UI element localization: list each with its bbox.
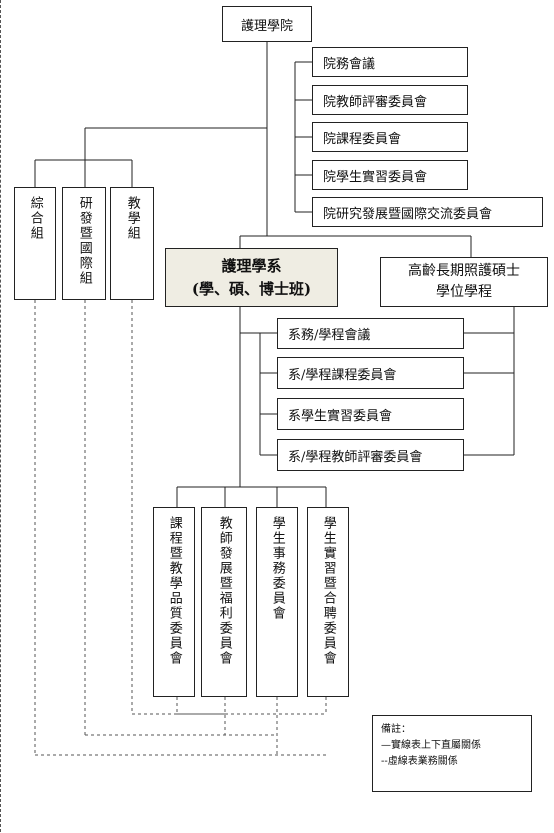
- department-subtitle: (學、碩、博士班): [191, 279, 312, 298]
- sub-committee-label: 課程暨教學品質委員會: [166, 516, 182, 666]
- group-label: 教學組: [124, 196, 140, 241]
- college-committee-label: 院務會議: [323, 56, 376, 72]
- college-committee-internship: 院學生實習委員會: [312, 160, 468, 190]
- sub-committee-curriculum-quality: 課程暨教學品質委員會: [153, 507, 195, 697]
- college-committee-label: 院研究發展暨國際交流委員會: [323, 206, 493, 222]
- degree-program-box: 高齡長期照護碩士 學位學程: [380, 257, 548, 307]
- sub-committee-faculty-development: 教師發展暨福利委員會: [201, 507, 247, 697]
- college-committee-label: 院教師評審委員會: [323, 94, 428, 110]
- note-dashed-line: --虛線表業務關係: [381, 756, 458, 767]
- degree-program-line2: 學位學程: [436, 284, 492, 300]
- degree-program-line1: 高齡長期照護碩士: [408, 263, 520, 279]
- group-general: 綜合組: [14, 187, 56, 300]
- department-title: 護理學系: [221, 257, 282, 275]
- college-committee-label: 院課程委員會: [323, 131, 402, 147]
- note-title: 備註：: [381, 724, 411, 735]
- college-committee-curriculum: 院課程委員會: [312, 122, 468, 152]
- dept-committee-label: 系/學程課程委員會: [288, 367, 397, 383]
- legend-note: 備註： —實線表上下直屬關係 --虛線表業務關係: [372, 715, 532, 792]
- dept-committee-affairs: 系務/學程會議: [277, 318, 464, 349]
- note-solid-line: —實線表上下直屬關係: [381, 740, 481, 751]
- dept-committee-label: 系/學程教師評審委員會: [288, 449, 423, 465]
- dept-committee-label: 系學生實習委員會: [288, 408, 393, 424]
- sub-committee-internship-joint: 學生實習暨合聘委員會: [307, 507, 349, 697]
- sub-committee-label: 學生事務委員會: [269, 516, 285, 621]
- department-box: 護理學系 (學、碩、博士班): [165, 248, 338, 307]
- college-committee-research: 院研究發展暨國際交流委員會: [312, 197, 543, 227]
- dept-committee-internship: 系學生實習委員會: [277, 398, 464, 430]
- college-committee-faculty-review: 院教師評審委員會: [312, 85, 468, 115]
- sub-committee-student-affairs: 學生事務委員會: [256, 507, 298, 697]
- group-research-international: 研發暨國際組: [62, 187, 106, 300]
- group-label: 研發暨國際組: [76, 196, 92, 286]
- group-label: 綜合組: [27, 196, 43, 241]
- college-title: 護理學院: [240, 18, 293, 34]
- sub-committee-label: 教師發展暨福利委員會: [216, 516, 232, 666]
- dept-committee-faculty-review: 系/學程教師評審委員會: [277, 439, 464, 471]
- college-box: 護理學院: [222, 6, 312, 42]
- sub-committee-label: 學生實習暨合聘委員會: [320, 516, 336, 666]
- group-teaching: 教學組: [110, 187, 154, 300]
- dept-committee-label: 系務/學程會議: [288, 328, 371, 343]
- college-committee-affairs: 院務會議: [312, 47, 468, 77]
- dept-committee-curriculum: 系/學程課程委員會: [277, 357, 464, 389]
- college-committee-label: 院學生實習委員會: [323, 169, 428, 185]
